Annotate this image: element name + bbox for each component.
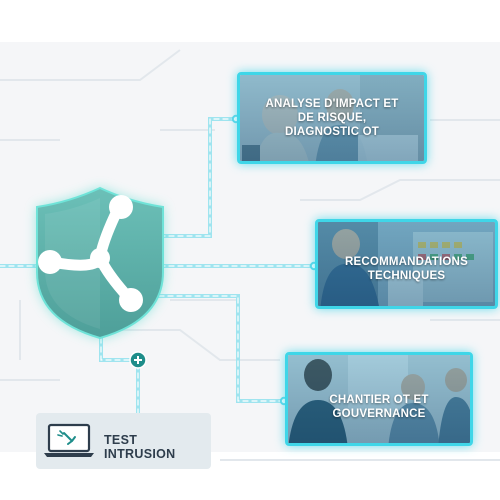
connectors [0,117,316,415]
card-label: RECOMMANDATIONS TECHNIQUES [345,256,468,282]
plus-icon[interactable] [129,351,147,369]
test-intrusion-box[interactable]: TEST INTRUSION [36,413,211,469]
shield-x-logo-icon [36,186,164,340]
card-tint [288,355,470,443]
laptop-icon [44,423,94,457]
background-traces [0,49,500,461]
card-analyse-impact[interactable]: ANALYSE D'IMPACT ET DE RISQUE, DIAGNOSTI… [237,72,427,164]
card-label: ANALYSE D'IMPACT ET DE RISQUE, DIAGNOSTI… [265,98,399,138]
card-recommandations[interactable]: RECOMMANDATIONS TECHNIQUES [315,219,498,309]
card-chantier-gouvernance[interactable]: CHANTIER OT ET GOUVERNANCE [285,352,473,446]
card-tint [240,75,424,161]
test-intrusion-label: TEST INTRUSION [104,433,176,461]
card-tint [318,222,495,306]
card-label: CHANTIER OT ET GOUVERNANCE [329,394,429,420]
